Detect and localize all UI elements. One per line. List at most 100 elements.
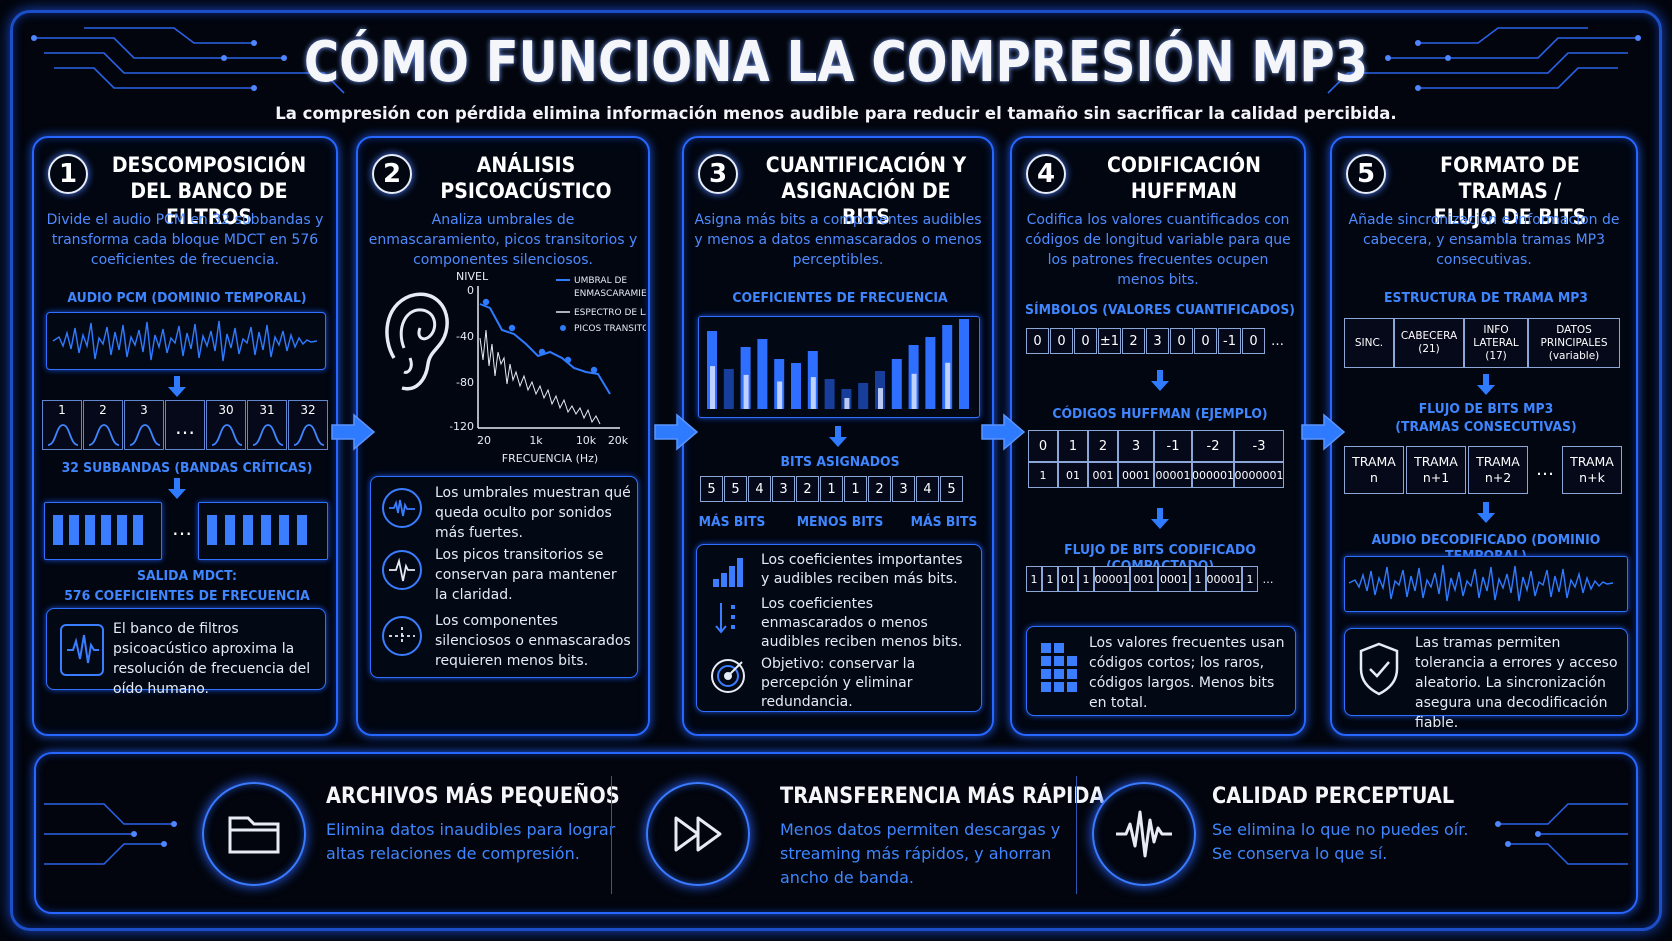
svg-text:NIVEL: NIVEL bbox=[456, 270, 489, 283]
code-bits-cell: 001 bbox=[1088, 462, 1118, 488]
code-bits-cell: 00001 bbox=[1154, 462, 1192, 488]
stream-cell: … bbox=[1262, 572, 1274, 586]
code-value-cell: 1 bbox=[1058, 430, 1088, 462]
step-5-panel: 5 FORMATO DE TRAMAS / FLUJO DE BITS Añad… bbox=[1330, 136, 1638, 736]
bitstream-label-line: (TRAMAS CONSECUTIVAS) bbox=[1395, 419, 1577, 435]
svg-text:20: 20 bbox=[477, 434, 491, 447]
ellipsis: … bbox=[172, 516, 192, 540]
benefit-text: Elimina datos inaudibles para lograr alt… bbox=[326, 818, 626, 866]
step-title-line: DEL BANCO DE FILTROS bbox=[130, 179, 288, 229]
flow-arrow-icon bbox=[1301, 413, 1346, 451]
stream-cell: 01 bbox=[1058, 566, 1078, 592]
frame-name: TRAMA bbox=[1476, 454, 1520, 469]
step-title: CODIFICACIÓN HUFFMAN bbox=[1078, 152, 1290, 204]
step-title-line: DESCOMPOSICIÓN bbox=[111, 153, 307, 177]
svg-text:-80: -80 bbox=[456, 376, 474, 389]
down-arrow-icon bbox=[1477, 502, 1495, 523]
benefit-text-line: streaming más rápidos, y ahorran bbox=[780, 844, 1052, 863]
svg-text:UMBRAL DE: UMBRAL DE bbox=[574, 276, 627, 286]
stream-cell: 1 bbox=[1026, 566, 1042, 592]
step-title-line: ANÁLISIS bbox=[476, 153, 576, 177]
subband-cell: 2 bbox=[83, 400, 123, 450]
frame-index: n+2 bbox=[1484, 470, 1512, 485]
page-subtitle: La compresión con pérdida elimina inform… bbox=[275, 104, 1397, 123]
bit-cell: 1 bbox=[844, 476, 867, 502]
symbol-cell: 0 bbox=[1050, 328, 1073, 354]
code-bits-cell: 0001 bbox=[1118, 462, 1154, 488]
down-arrow-icon bbox=[168, 478, 186, 499]
step-number: 3 bbox=[698, 154, 738, 194]
code-bits-cell: 1 bbox=[1028, 462, 1058, 488]
step-title-line: PSICOACÚSTICO bbox=[440, 179, 612, 203]
ear-icon bbox=[385, 292, 449, 391]
waveform-icon bbox=[1092, 782, 1196, 886]
svg-text:1k: 1k bbox=[529, 434, 543, 447]
down-arrow-icon bbox=[1477, 374, 1495, 395]
svg-text:20k: 20k bbox=[608, 434, 629, 447]
codes-label: CÓDIGOS HUFFMAN (EJEMPLO) bbox=[1052, 406, 1268, 422]
step-description: Codifica los valores cuantificados con c… bbox=[1025, 212, 1291, 288]
frame-part-size: (21) bbox=[1418, 343, 1440, 355]
bit-cell: 3 bbox=[772, 476, 795, 502]
svg-text:PICOS TRANSITORIOS: PICOS TRANSITORIOS bbox=[574, 324, 646, 334]
waveform-icon bbox=[60, 624, 104, 676]
step-description: Asigna más bits a componentes audibles y… bbox=[694, 212, 982, 268]
decoded-waveform bbox=[1344, 556, 1628, 612]
frame-index: n+1 bbox=[1422, 470, 1450, 485]
note-text: Objetivo: conservar la percepción y elim… bbox=[761, 656, 916, 710]
bit-cell: 3 bbox=[892, 476, 915, 502]
svg-text:ENMASCARAMIENTO: ENMASCARAMIENTO bbox=[574, 289, 646, 299]
note-text: Las tramas permiten tolerancia a errores… bbox=[1415, 635, 1618, 731]
step-title-line: FORMATO DE TRAMAS / bbox=[1440, 153, 1580, 203]
subband-number: 1 bbox=[58, 403, 66, 417]
step-title: DESCOMPOSICIÓN DEL BANCO DE FILTROS bbox=[97, 152, 322, 230]
target-icon bbox=[711, 659, 745, 693]
circuit-decoration-bottom-left bbox=[44, 803, 177, 865]
code-value-cell: -2 bbox=[1192, 430, 1234, 462]
note-text: Los componentes silenciosos o enmascarad… bbox=[435, 613, 631, 669]
note-text: Los coeficientes enmascarados o menos au… bbox=[761, 596, 963, 650]
subband-cell: 3 bbox=[124, 400, 164, 450]
code-bits-cell: 0000001 bbox=[1234, 462, 1284, 488]
subbands-label: 32 SUBBANDAS (BANDAS CRÍTICAS) bbox=[61, 460, 313, 476]
step-title-line: ASIGNACIÓN DE BITS bbox=[781, 179, 951, 229]
subband-cell: 30 bbox=[206, 400, 246, 450]
svg-text:0: 0 bbox=[467, 284, 474, 297]
bar-chart-icon bbox=[713, 558, 743, 587]
frame-part-name: INFO LATERAL bbox=[1473, 323, 1519, 349]
bandpass-curve bbox=[47, 424, 79, 446]
frame-part-name: DATOS PRINCIPALES bbox=[1540, 323, 1608, 349]
svg-text:10k: 10k bbox=[576, 434, 597, 447]
subband-number: 30 bbox=[218, 403, 234, 417]
stream-cell: 1 bbox=[1078, 566, 1094, 592]
frame-part-cell: DATOS PRINCIPALES(variable) bbox=[1528, 318, 1620, 368]
divider bbox=[1076, 776, 1077, 894]
step-title: FORMATO DE TRAMAS / FLUJO DE BITS bbox=[1398, 152, 1621, 230]
frame-name: TRAMA bbox=[1352, 454, 1396, 469]
note-text: Los valores frecuentes usan códigos cort… bbox=[1089, 635, 1285, 711]
code-value-cell: -3 bbox=[1234, 430, 1284, 462]
bit-cell: 5 bbox=[940, 476, 963, 502]
code-bits-cell: 000001 bbox=[1192, 462, 1234, 488]
bit-cell: 4 bbox=[748, 476, 771, 502]
sort-down-icon bbox=[715, 603, 735, 634]
outer-frame bbox=[10, 10, 1662, 931]
symbol-cell: ±1 bbox=[1098, 328, 1121, 354]
benefit-text-line: Se elimina lo que no puedes oír. bbox=[1212, 820, 1469, 839]
pcm-label: AUDIO PCM (DOMINIO TEMPORAL) bbox=[67, 290, 307, 306]
benefit-text: Se elimina lo que no puedes oír. Se cons… bbox=[1212, 818, 1492, 866]
bit-cell: 5 bbox=[700, 476, 723, 502]
step-1-panel: 1 DESCOMPOSICIÓN DEL BANCO DE FILTROS Di… bbox=[32, 136, 338, 736]
note-text: Los picos transitorios se conservan para… bbox=[435, 547, 617, 603]
note-box: El banco de filtros psicoacústico aproxi… bbox=[46, 608, 326, 697]
step-4-panel: 4 CODIFICACIÓN HUFFMAN Codifica los valo… bbox=[1010, 136, 1306, 736]
benefit-text-line: Se conserva lo que sí. bbox=[1212, 844, 1388, 863]
note-text: El banco de filtros psicoacústico aproxi… bbox=[113, 621, 311, 697]
bit-cell: 2 bbox=[868, 476, 891, 502]
